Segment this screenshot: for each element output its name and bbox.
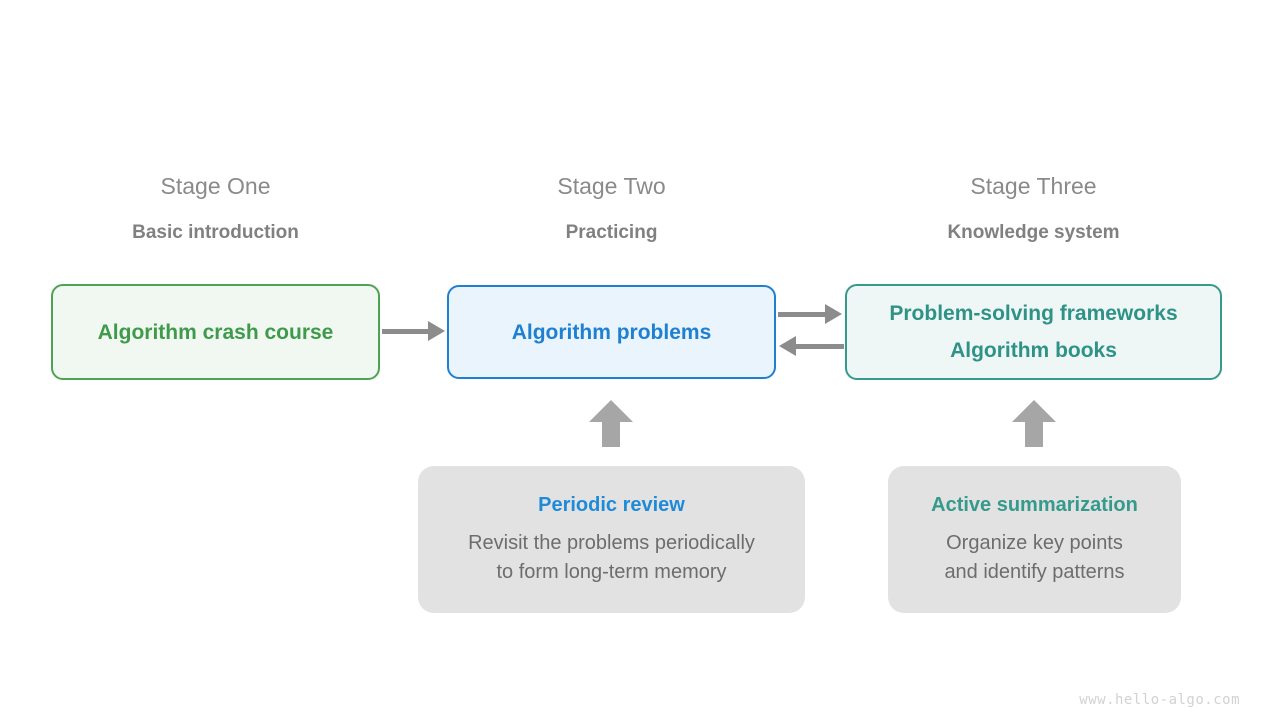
arrow-shaft bbox=[778, 312, 828, 317]
note-body-line-1: Organize key points bbox=[946, 532, 1123, 554]
note-title-periodic-review: Periodic review bbox=[538, 494, 685, 516]
stage-one-title: Stage One bbox=[160, 173, 271, 199]
note-box-periodic-review[interactable]: Periodic review Revisit the problems per… bbox=[418, 466, 805, 613]
stage-three-box[interactable]: Problem-solving frameworks Algorithm boo… bbox=[845, 284, 1222, 380]
block-arrow-head bbox=[1012, 400, 1056, 422]
stage-one-subtitle: Basic introduction bbox=[132, 222, 299, 243]
note-body-line-2: to form long-term memory bbox=[496, 561, 727, 583]
block-arrow-head bbox=[589, 400, 633, 422]
watermark-url: www.hello-algo.com bbox=[1079, 692, 1240, 708]
arrow-shaft bbox=[796, 344, 844, 349]
stage-one-box[interactable]: Algorithm crash course bbox=[51, 284, 380, 380]
arrow-shaft bbox=[382, 329, 432, 334]
stage-three-box-line-1: Problem-solving frameworks bbox=[889, 302, 1178, 325]
stage-three-title: Stage Three bbox=[970, 173, 1097, 199]
block-arrow-up-icon-periodic-review bbox=[589, 400, 633, 447]
arrow-right-head-icon bbox=[428, 321, 445, 341]
arrow-right-head-icon bbox=[825, 304, 842, 324]
block-arrow-up-icon-active-summarization bbox=[1012, 400, 1056, 447]
stage-three-box-line-2: Algorithm books bbox=[950, 339, 1117, 362]
stage-two-box[interactable]: Algorithm problems bbox=[447, 285, 776, 379]
note-box-active-summarization[interactable]: Active summarization Organize key points… bbox=[888, 466, 1181, 613]
note-title-active-summarization: Active summarization bbox=[931, 494, 1138, 516]
stage-two-box-line-1: Algorithm problems bbox=[511, 320, 712, 344]
note-body-line-2: and identify patterns bbox=[944, 561, 1125, 583]
arrow-left-head-icon bbox=[779, 336, 796, 356]
stage-three-subtitle: Knowledge system bbox=[947, 222, 1120, 243]
stage-two-title: Stage Two bbox=[557, 173, 666, 199]
note-body-line-1: Revisit the problems periodically bbox=[468, 532, 755, 554]
block-arrow-shaft bbox=[602, 418, 620, 447]
stage-two-subtitle: Practicing bbox=[565, 222, 658, 243]
block-arrow-shaft bbox=[1025, 418, 1043, 447]
stage-one-box-line-1: Algorithm crash course bbox=[97, 320, 334, 344]
